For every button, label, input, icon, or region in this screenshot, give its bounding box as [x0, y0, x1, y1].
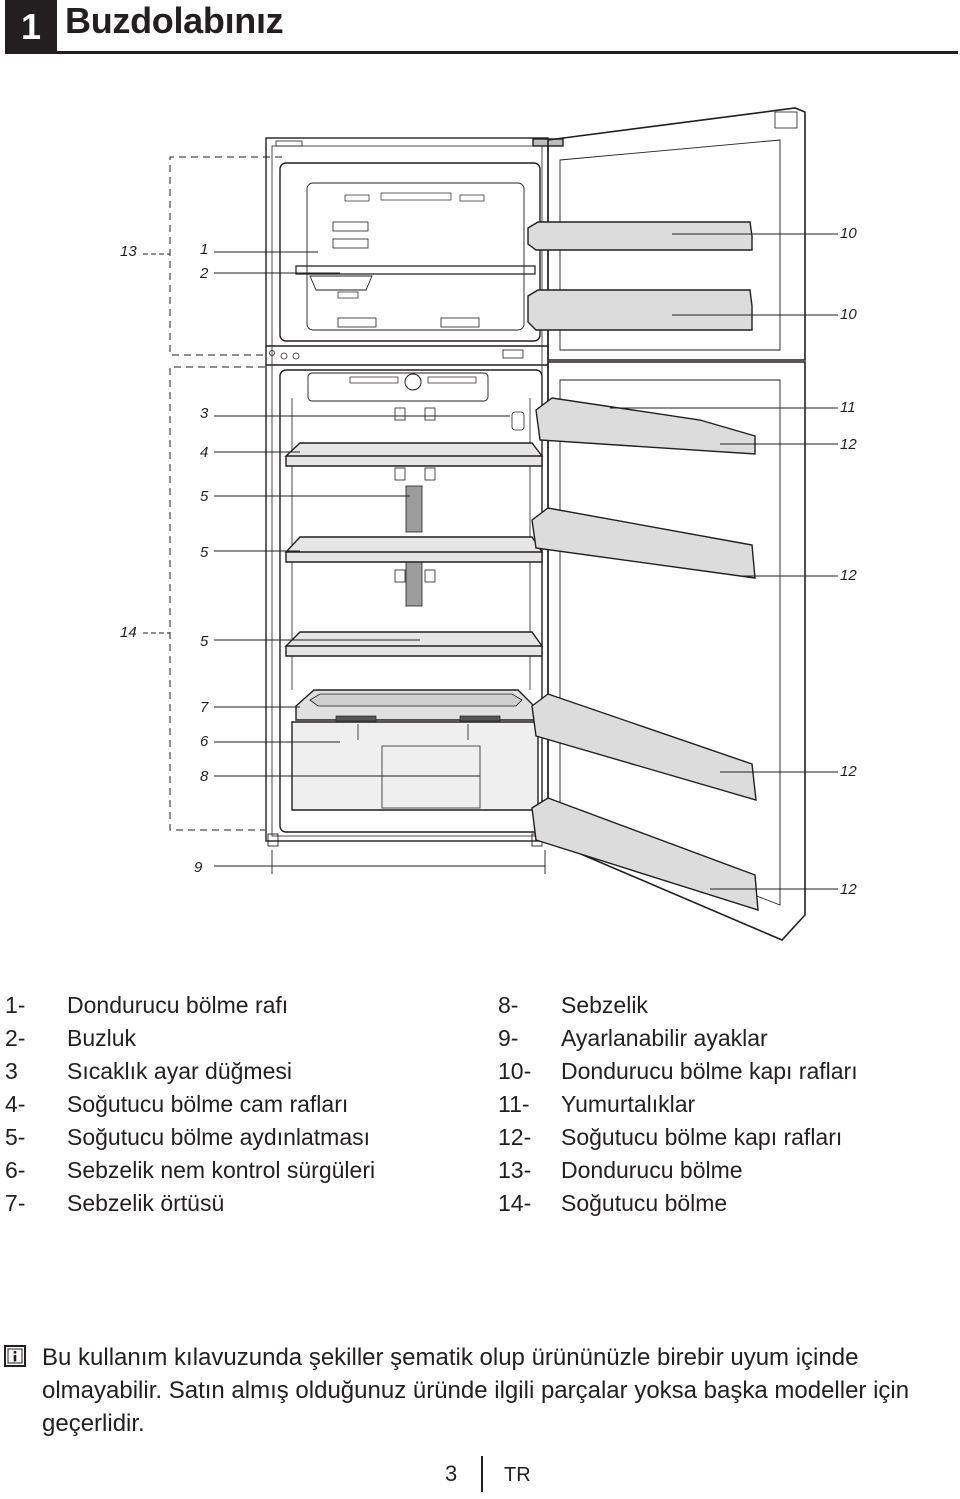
callout-label: 6 [200, 733, 209, 750]
fridge-door [547, 361, 806, 941]
callout-label: 13 [120, 243, 137, 260]
legend-number: 13- [498, 1157, 532, 1183]
legend-item: 14- Soğutucu bölme [498, 1187, 948, 1220]
legend-text: Ayarlanabilir ayaklar [561, 1025, 768, 1051]
fridge-door-shelf [531, 693, 757, 801]
legend-number: 6- [5, 1157, 26, 1183]
fridge-door-shelf [531, 507, 756, 579]
footer-divider [481, 1456, 483, 1492]
freezer-cavity [279, 162, 541, 342]
legend-number: 7- [5, 1190, 26, 1216]
callout-label: 8 [200, 768, 209, 785]
legend-number: 5- [5, 1124, 26, 1150]
legend-number: 3 [5, 1058, 18, 1084]
legend-text: Soğutucu bölme kapı rafları [561, 1124, 843, 1150]
page-number: 3 [445, 1461, 458, 1486]
legend-number: 10- [498, 1058, 532, 1084]
crisper-drawer [291, 721, 539, 811]
ice-tray [309, 275, 373, 291]
legend-text: Dondurucu bölme kapı rafları [561, 1058, 858, 1084]
legend-text: Soğutucu bölme aydınlatması [67, 1124, 371, 1150]
note-text: Bu kullanım kılavuzunda şekiller şematik… [42, 1344, 910, 1437]
legend-item: 6- Sebzelik nem kontrol sürgüleri [5, 1154, 475, 1187]
glass-shelf [284, 536, 544, 563]
legend-item: 5- Soğutucu bölme aydınlatması [5, 1121, 475, 1154]
callout-label: 9 [194, 859, 203, 876]
legend-text: Yumurtalıklar [561, 1091, 696, 1117]
freezer-door-shelf [527, 289, 753, 331]
legend-text: Sıcaklık ayar düğmesi [67, 1058, 292, 1084]
callout-label: 4 [200, 444, 208, 461]
callout-label: 5 [200, 633, 209, 650]
callout-label: 12 [840, 881, 857, 898]
legend-number: 4- [5, 1091, 26, 1117]
thermostat-panel [307, 372, 489, 402]
callout-label: 10 [840, 225, 857, 242]
callout-label: 12 [840, 436, 857, 453]
legend-item: 3 Sıcaklık ayar düğmesi [5, 1055, 475, 1088]
legend-text: Sebzelik örtüsü [67, 1190, 225, 1216]
callout-label: 10 [840, 306, 857, 323]
refrigerator-diagram: 13 1 2 3 4 5 5 14 5 7 6 8 9 10 10 11 12 … [120, 107, 857, 941]
callout-label: 14 [120, 624, 137, 641]
callout-label: 11 [840, 399, 856, 416]
callout-label: 1 [200, 241, 208, 258]
legend-text: Soğutucu bölme cam rafları [67, 1091, 349, 1117]
legend-item: 12- Soğutucu bölme kapı rafları [498, 1121, 948, 1154]
legend-text: Sebzelik [561, 992, 648, 1018]
legend-item: 1- Dondurucu bölme rafı [5, 989, 475, 1022]
glass-shelf [284, 442, 544, 467]
legend-text: Dondurucu bölme rafı [67, 992, 289, 1018]
freezer-shelf [295, 265, 536, 275]
glass-shelf [284, 631, 544, 657]
legend-item: 2- Buzluk [5, 1022, 475, 1055]
thermostat-knob [404, 373, 422, 391]
parts-legend-left: 1- Dondurucu bölme rafı 2- Buzluk 3 Sıcaklı… [5, 989, 475, 1220]
legend-item: 9- Ayarlanabilir ayaklar [498, 1022, 948, 1055]
fridge-door-shelf [531, 797, 759, 911]
legend-number: 8- [498, 992, 519, 1018]
legend-text: Soğutucu bölme [561, 1190, 728, 1216]
chapter-header: 1 Buzdolabınız [5, 0, 958, 56]
legend-text: Dondurucu bölme [561, 1157, 743, 1183]
callout-label: 5 [200, 488, 209, 505]
legend-number: 12- [498, 1124, 532, 1150]
page-title: Buzdolabınız [65, 0, 284, 41]
egg-tray [535, 397, 756, 455]
legend-text: Sebzelik nem kontrol sürgüleri [67, 1157, 376, 1183]
adjustable-foot [267, 833, 279, 847]
language-code: TR [504, 1464, 531, 1486]
callout-label: 5 [200, 544, 209, 561]
legend-item: 11- Yumurtalıklar [498, 1088, 948, 1121]
legend-text: Buzluk [67, 1025, 137, 1051]
legend-item: 8- Sebzelik [498, 989, 948, 1022]
legend-number: 2- [5, 1025, 26, 1051]
info-icon [4, 1345, 26, 1367]
header-rule [57, 51, 958, 54]
legend-number: 9- [498, 1025, 519, 1051]
legend-item: 4- Soğutucu bölme cam rafları [5, 1088, 475, 1121]
callout-label: 12 [840, 763, 857, 780]
fridge-cavity [279, 369, 543, 833]
legend-number: 14- [498, 1190, 532, 1216]
fridge-light [405, 485, 423, 533]
parts-legend-right: 8- Sebzelik 9- Ayarlanabilir ayaklar 10- Do… [498, 989, 948, 1220]
legend-item: 13- Dondurucu bölme [498, 1154, 948, 1187]
chapter-number: 1 [5, 0, 57, 54]
legend-item: 10- Dondurucu bölme kapı rafları [498, 1055, 948, 1088]
callout-label: 3 [200, 405, 209, 422]
callout-label: 7 [200, 699, 209, 716]
callout-label: 12 [840, 567, 857, 584]
callout-label: 2 [199, 265, 209, 282]
legend-number: 1- [5, 992, 26, 1018]
freezer-door-shelf [527, 221, 753, 251]
legend-number: 11- [498, 1091, 530, 1117]
legend-item: 7- Sebzelik örtüsü [5, 1187, 475, 1220]
